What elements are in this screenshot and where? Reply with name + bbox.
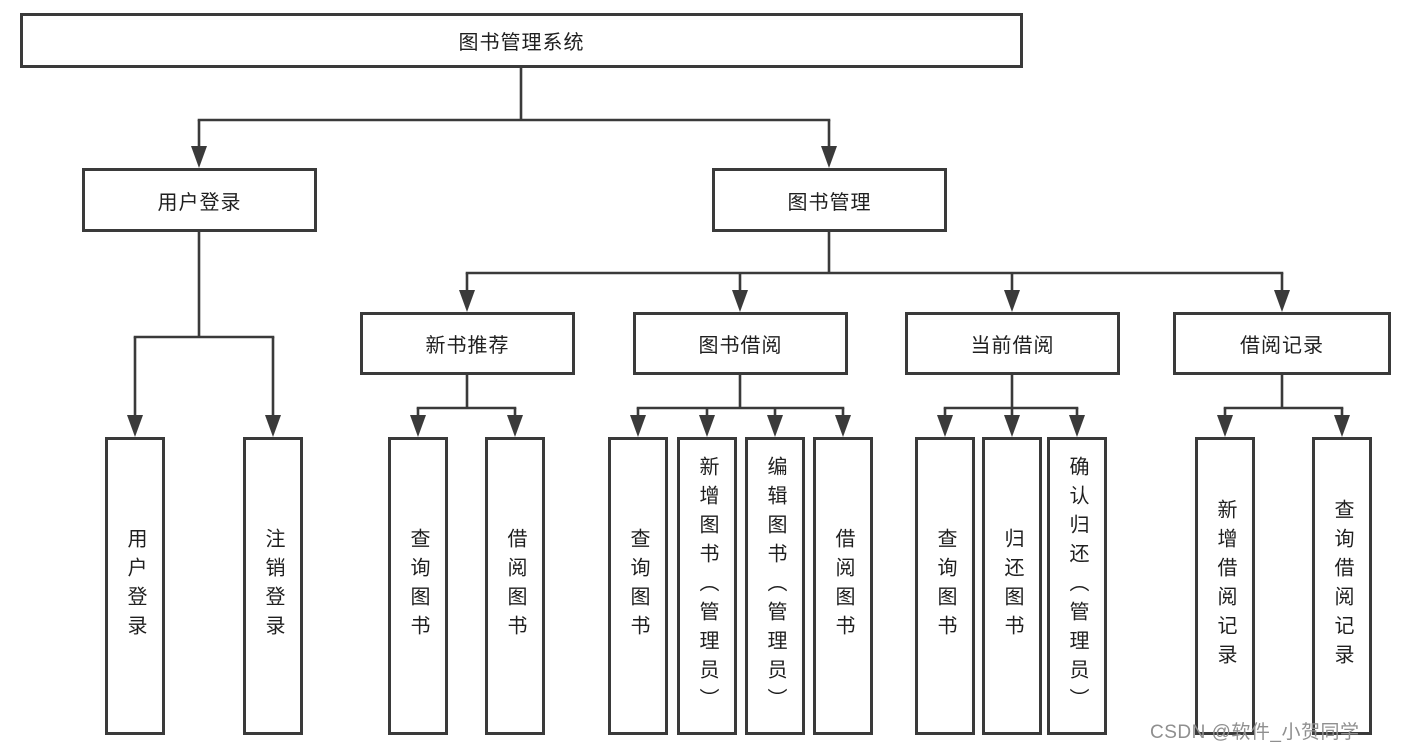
leaf-query-books-recommend: 查询图书	[388, 437, 448, 735]
leaf-query-books-current-label: 查询图书	[934, 528, 956, 644]
leaf-borrow-books-label: 借阅图书	[832, 528, 854, 644]
node-book-management-label: 图书管理	[787, 191, 872, 214]
leaf-user-login: 用户登录	[105, 437, 165, 735]
leaf-logout-label: 注销登录	[262, 528, 284, 644]
leaf-query-books-borrow: 查询图书	[608, 437, 668, 735]
leaf-query-books-current: 查询图书	[915, 437, 975, 735]
node-book-borrow: 图书借阅	[633, 312, 848, 375]
node-borrow-records-label: 借阅记录	[1240, 335, 1324, 357]
leaf-query-borrow-record: 查询借阅记录	[1312, 437, 1372, 735]
node-book-management: 图书管理	[712, 168, 947, 232]
leaf-query-books-recommend-label: 查询图书	[407, 528, 429, 644]
leaf-query-borrow-record-label: 查询借阅记录	[1331, 499, 1353, 673]
leaf-borrow-books-recommend: 借阅图书	[485, 437, 545, 735]
leaf-add-books-admin-label: 新增图书（管理员）	[696, 455, 718, 717]
leaf-query-books-borrow-label: 查询图书	[627, 528, 649, 644]
leaf-borrow-books-recommend-label: 借阅图书	[504, 528, 526, 644]
leaf-logout: 注销登录	[243, 437, 303, 735]
node-current-borrow: 当前借阅	[905, 312, 1120, 375]
node-root: 图书管理系统	[20, 13, 1023, 68]
leaf-return-books: 归还图书	[982, 437, 1042, 735]
node-borrow-records: 借阅记录	[1173, 312, 1391, 375]
node-user-login-label: 用户登录	[157, 191, 242, 214]
leaf-add-borrow-record: 新增借阅记录	[1195, 437, 1255, 735]
leaf-edit-books-admin: 编辑图书（管理员）	[745, 437, 805, 735]
node-root-label: 图书管理系统	[458, 32, 585, 54]
leaf-confirm-return-admin-label: 确认归还（管理员）	[1066, 455, 1088, 717]
node-new-book-recommend: 新书推荐	[360, 312, 575, 375]
leaf-edit-books-admin-label: 编辑图书（管理员）	[764, 455, 786, 717]
leaf-borrow-books: 借阅图书	[813, 437, 873, 735]
node-new-book-recommend-label: 新书推荐	[425, 335, 510, 357]
leaf-confirm-return-admin: 确认归还（管理员）	[1047, 437, 1107, 735]
csdn-watermark: CSDN @软件_小贺同学	[1150, 722, 1360, 743]
leaf-add-books-admin: 新增图书（管理员）	[677, 437, 737, 735]
node-book-borrow-label: 图书借阅	[698, 335, 783, 357]
leaf-return-books-label: 归还图书	[1001, 528, 1023, 644]
node-current-borrow-label: 当前借阅	[970, 335, 1055, 357]
node-user-login: 用户登录	[82, 168, 317, 232]
leaf-user-login-label: 用户登录	[124, 528, 146, 644]
leaf-add-borrow-record-label: 新增借阅记录	[1214, 499, 1236, 673]
